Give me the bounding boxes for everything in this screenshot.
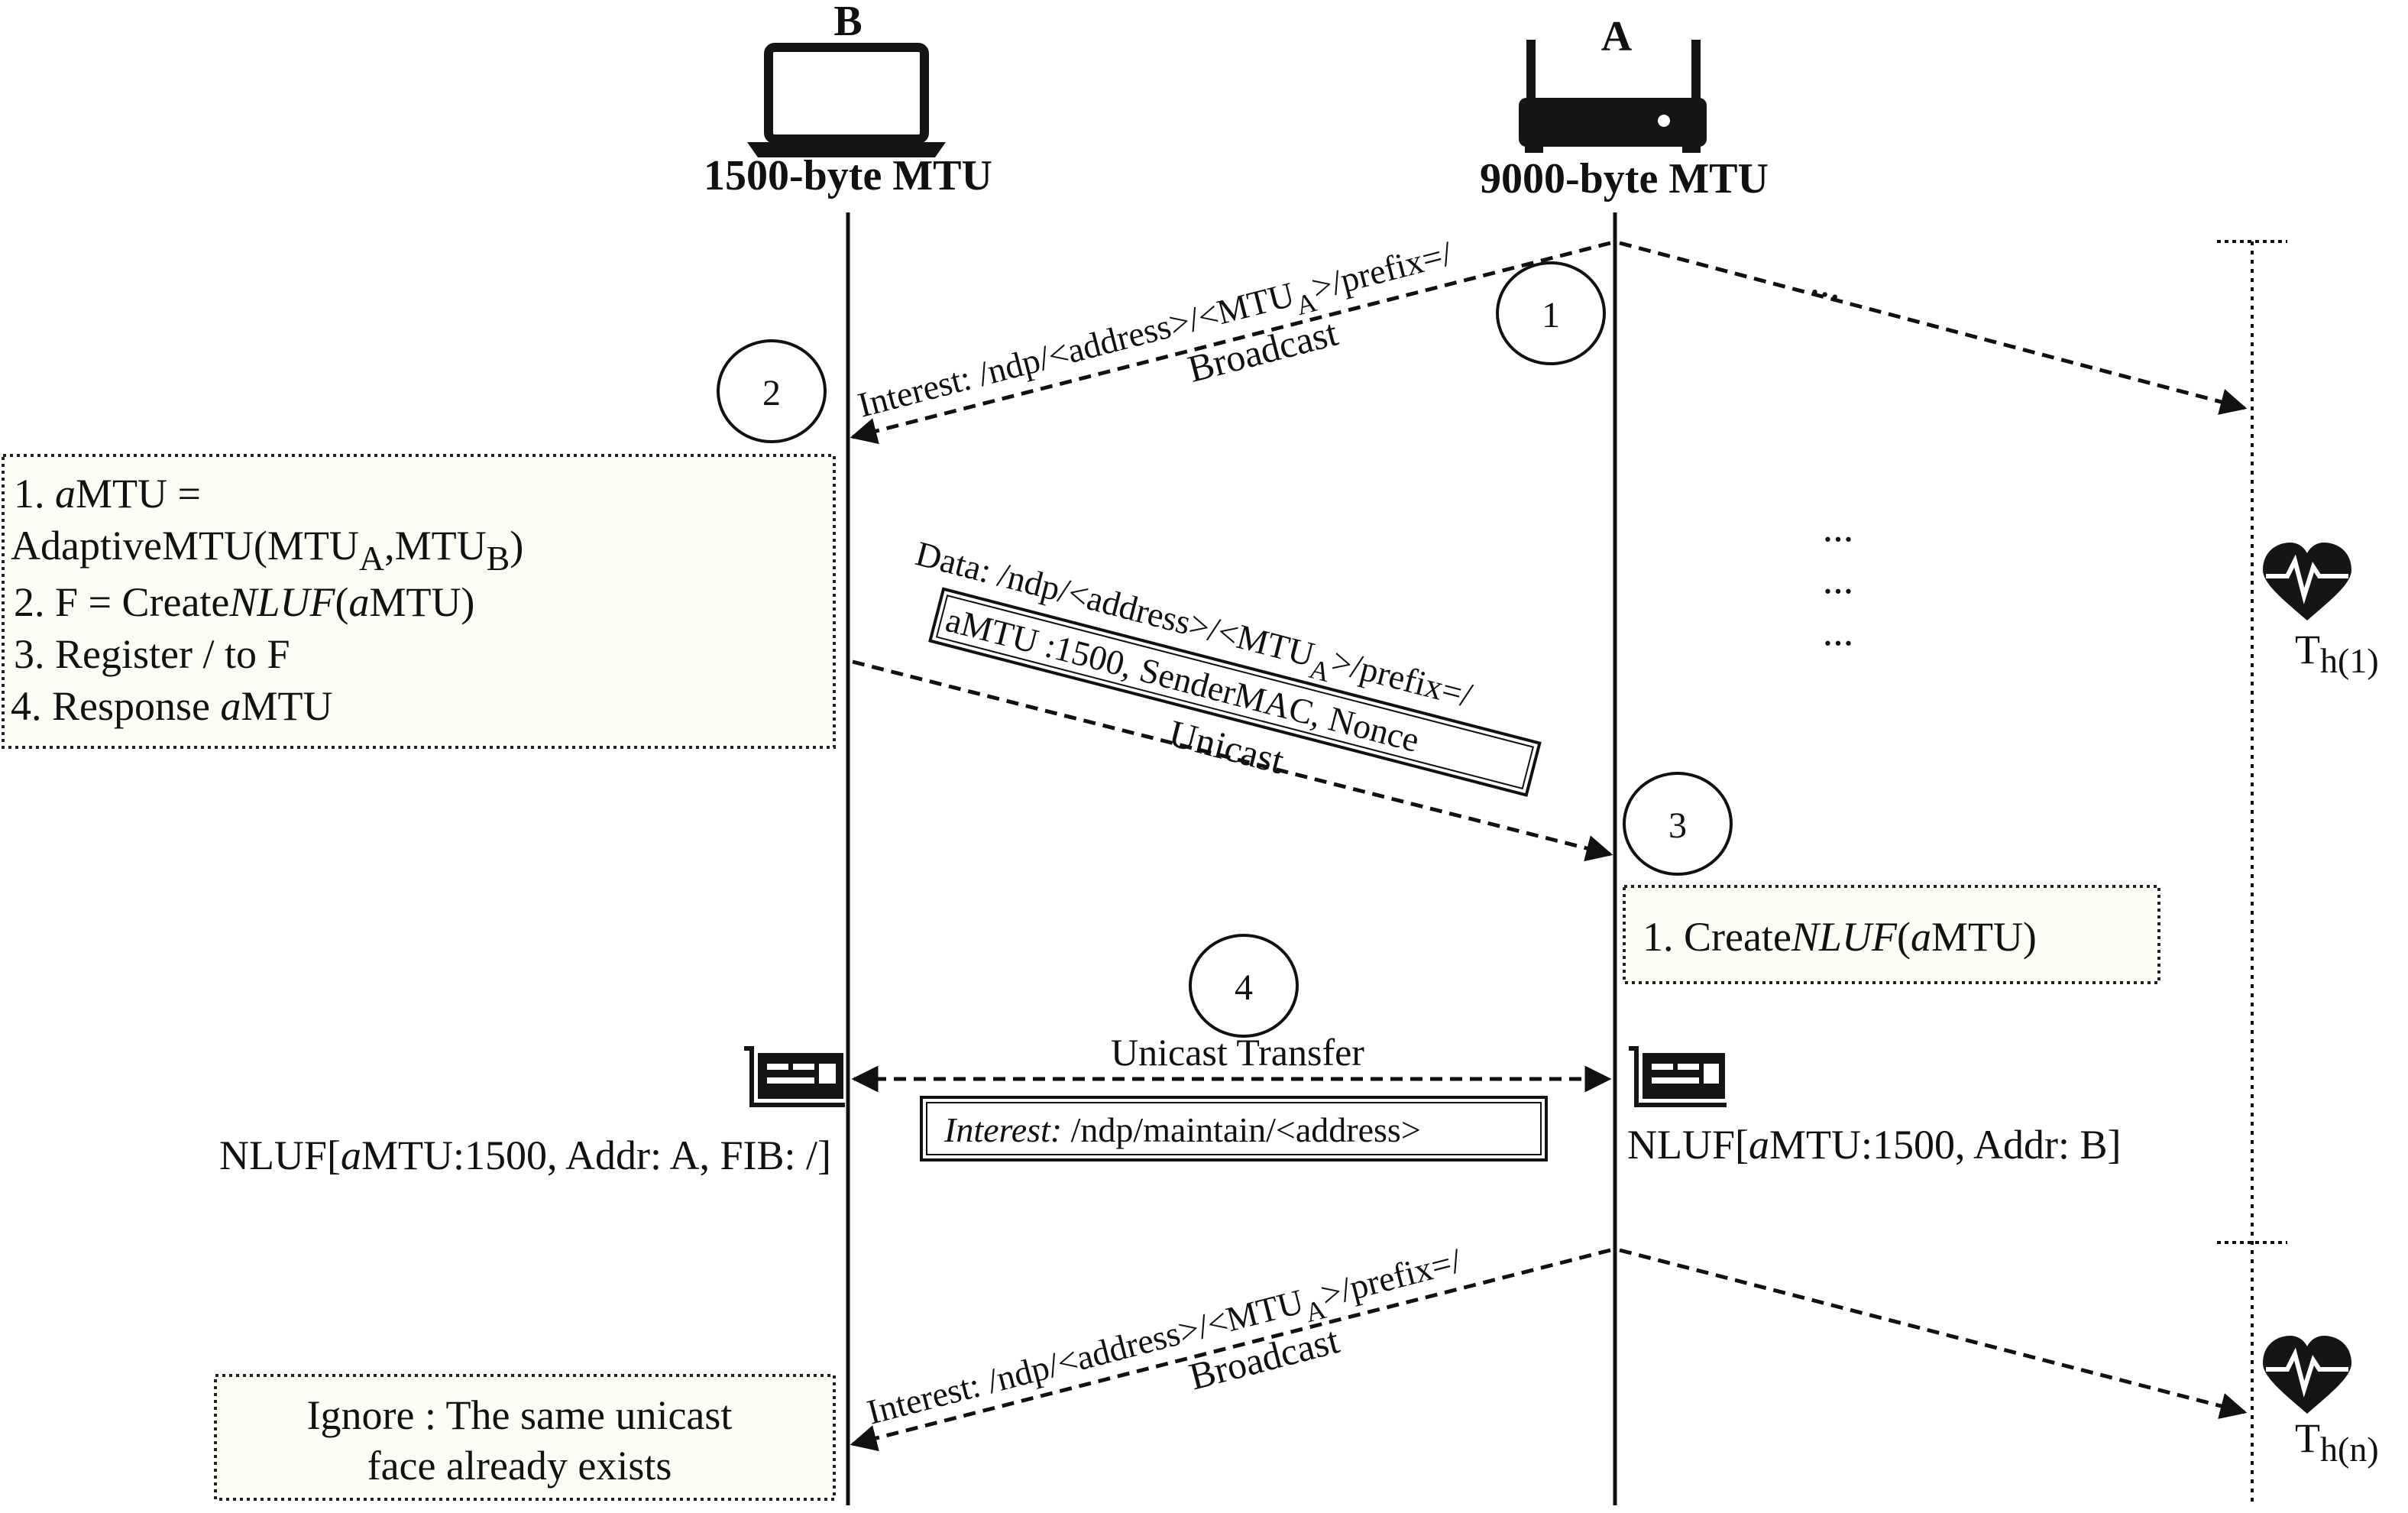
svg-text:1. aMTU =: 1. aMTU = xyxy=(14,471,201,517)
maintain-interest-text: Interest: /ndp/maintain/<address> xyxy=(943,1110,1421,1149)
broadcast-arrow-2 xyxy=(850,1248,1611,1452)
ignore-text-line-2: face already exists xyxy=(367,1443,672,1489)
b-steps-text: 1. aMTU = AdaptiveMTU(MTUA,MTUB) 2. F = … xyxy=(11,471,523,729)
ignore-box xyxy=(214,1374,836,1501)
svg-text:4. Response aMTU: 4. Response aMTU xyxy=(11,683,332,729)
b-steps-box xyxy=(2,454,836,749)
broadcast-arrow-1 xyxy=(850,241,1611,445)
node-a-mtu-label: 9000-byte MTU xyxy=(1480,155,1769,202)
laptop-icon xyxy=(747,43,946,157)
router-icon xyxy=(1519,40,1707,153)
heartbeat-label-1: Th(1) xyxy=(2295,627,2379,680)
heartbeat-icon-1 xyxy=(2263,543,2351,620)
a-steps-text: 1. CreateNLUF(aMTU) xyxy=(1643,914,2037,960)
svg-text:3: 3 xyxy=(1668,805,1687,846)
unicast-transfer-label: Unicast Transfer xyxy=(1111,1031,1364,1074)
svg-text:1: 1 xyxy=(1542,295,1560,335)
svg-text:AdaptiveMTU(MTUA,MTUB): AdaptiveMTU(MTUA,MTUB) xyxy=(11,523,523,578)
svg-text:2: 2 xyxy=(762,373,781,413)
step-circle-1: 1 xyxy=(1496,261,1606,365)
node-b-mtu-label: 1500-byte MTU xyxy=(704,152,992,199)
ignore-text-line-1: Ignore : The same unicast xyxy=(307,1392,733,1438)
step-circle-2: 2 xyxy=(717,339,827,443)
broadcast-arrow-2-timer xyxy=(1619,1248,2248,1420)
svg-text:3. Register / to F: 3. Register / to F xyxy=(14,631,290,677)
node-b-letter: B xyxy=(833,0,862,45)
network-card-icon-b xyxy=(744,1046,845,1107)
broadcast-arrow-1-timer xyxy=(1619,241,2248,415)
message-5-label: Interest: /ndp/<address>/<MTUA>/prefix=/ xyxy=(863,1241,1468,1441)
message-1-label: Interest: /ndp/<address>/<MTUA>/prefix=/ xyxy=(854,234,1458,434)
ellipsis-3: ... xyxy=(1823,608,1854,654)
message-2-payload-box xyxy=(928,587,1542,797)
node-a-letter: A xyxy=(1601,13,1633,60)
maintain-interest-box xyxy=(920,1096,1548,1161)
network-card-icon-a xyxy=(1629,1046,1727,1107)
heartbeat-icon-n xyxy=(2263,1336,2351,1414)
nluf-a-label: NLUF[aMTU:1500, Addr: B] xyxy=(1627,1122,2122,1168)
unicast-data-arrow xyxy=(852,659,1613,862)
a-steps-box xyxy=(1623,885,2160,984)
step-circle-3: 3 xyxy=(1623,772,1733,876)
heartbeat-label-n: Th(n) xyxy=(2295,1415,2379,1469)
ellipsis-1: ... xyxy=(1823,504,1854,550)
svg-text:2. F = CreateNLUF(aMTU): 2. F = CreateNLUF(aMTU) xyxy=(14,579,474,625)
svg-text:4: 4 xyxy=(1235,967,1253,1008)
nluf-b-label: NLUF[aMTU:1500, Addr: A, FIB: /] xyxy=(219,1132,831,1178)
step-circle-4: 4 xyxy=(1189,934,1299,1038)
ellipsis-2: ... xyxy=(1823,556,1854,602)
